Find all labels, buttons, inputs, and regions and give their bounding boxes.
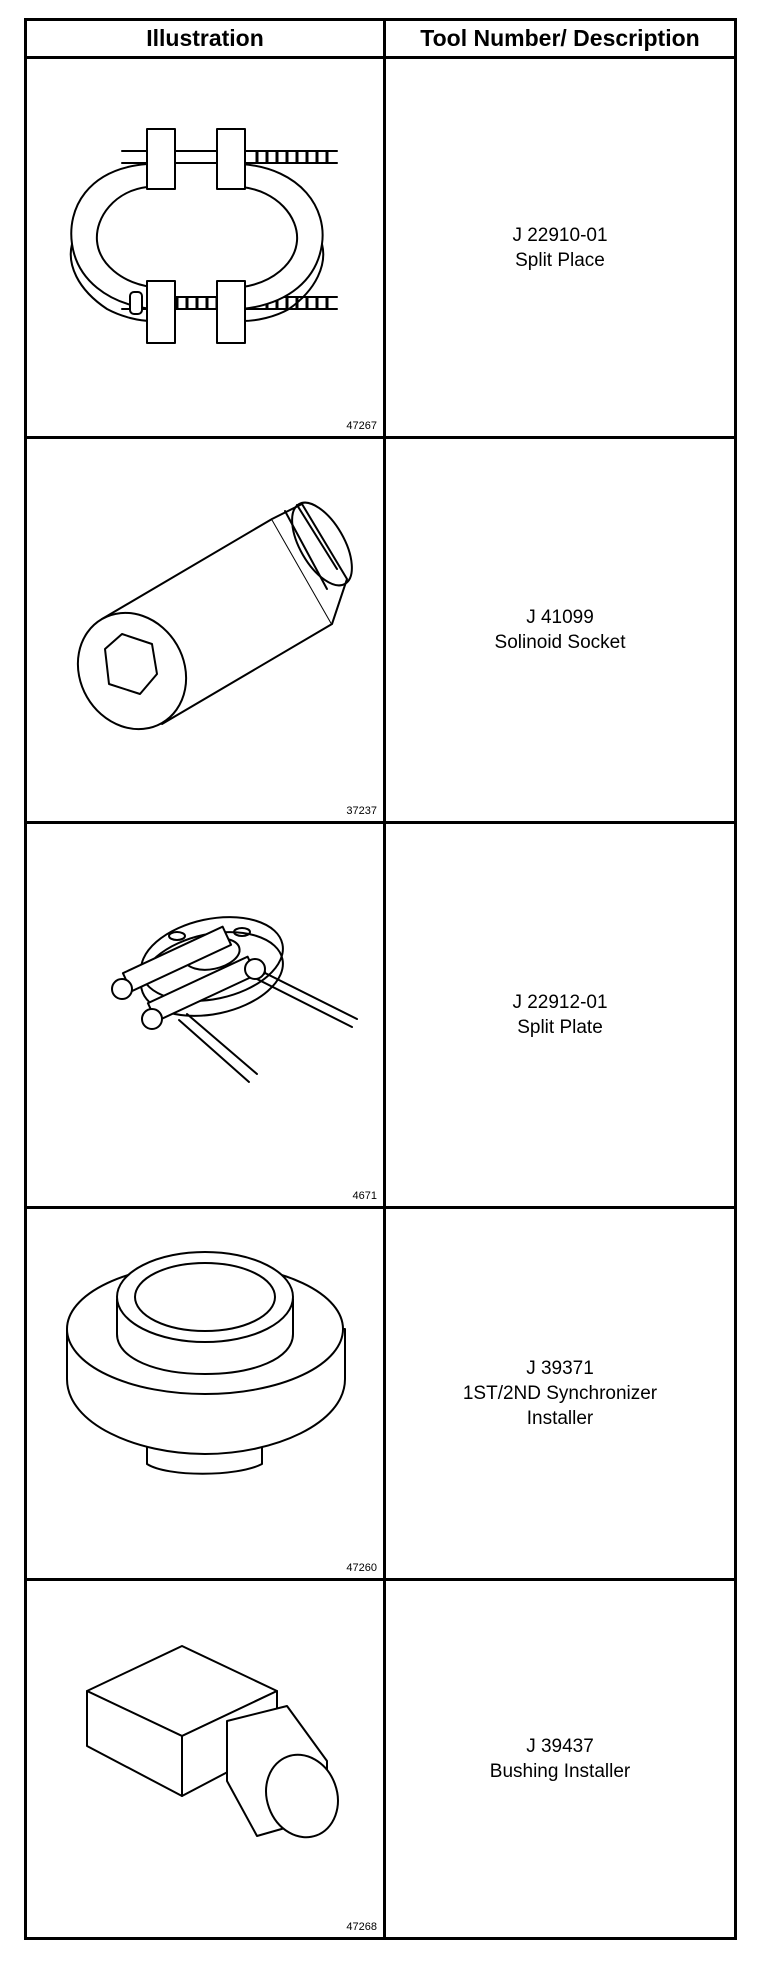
table-row: 4671 J 22912-01 Split Plate <box>27 824 734 1209</box>
header-illustration: Illustration <box>146 25 264 51</box>
socket-icon: 37237 <box>27 439 383 821</box>
table-row: 47260 J 39371 1ST/2ND Synchronizer Insta… <box>27 1209 734 1581</box>
figure-number: 4671 <box>352 1190 377 1202</box>
table-header: Illustration Tool Number/ Description <box>27 21 734 59</box>
figure-number: 37237 <box>346 805 377 817</box>
figure-number: 47268 <box>346 1921 377 1933</box>
column-divider <box>383 21 386 1937</box>
header-tool-description: Tool Number/ Description <box>420 25 700 51</box>
tool-number: J 41099 <box>526 607 594 628</box>
figure-number: 47260 <box>346 1562 377 1574</box>
tool-description: J 22910-01 Split Place <box>386 59 734 436</box>
figure-number: 47267 <box>346 420 377 432</box>
synchronizer-installer-icon: 47260 <box>27 1209 383 1578</box>
tool-number: J 22912-01 <box>512 992 608 1013</box>
tool-description: J 39371 1ST/2ND Synchronizer Installer <box>386 1209 734 1578</box>
tool-name: Split Plate <box>517 1017 603 1038</box>
bushing-installer-icon: 47268 <box>27 1581 383 1937</box>
special-tools-table: Illustration Tool Number/ Description <box>24 18 737 1940</box>
tool-description: J 22912-01 Split Plate <box>386 824 734 1206</box>
tool-name: Split Place <box>515 249 605 271</box>
table-row: 47267 J 22910-01 Split Place <box>27 59 734 439</box>
tool-number: J 22910-01 <box>512 224 608 246</box>
table-row: 47268 J 39437 Bushing Installer <box>27 1581 734 1937</box>
tool-number: J 39437 <box>526 1736 594 1757</box>
table-row: 37237 J 41099 Solinoid Socket <box>27 439 734 824</box>
tool-name-line2: Installer <box>526 1408 594 1429</box>
tool-description: J 39437 Bushing Installer <box>386 1581 734 1937</box>
split-plate-clamp-icon: 47267 <box>27 59 383 436</box>
split-plate-puller-icon: 4671 <box>27 824 383 1206</box>
tool-number: J 39371 <box>526 1358 594 1379</box>
tool-description: J 41099 Solinoid Socket <box>386 439 734 821</box>
tool-name: Bushing Installer <box>489 1761 631 1782</box>
tool-name: Solinoid Socket <box>494 632 626 653</box>
tool-name: 1ST/2ND Synchronizer <box>462 1383 658 1404</box>
